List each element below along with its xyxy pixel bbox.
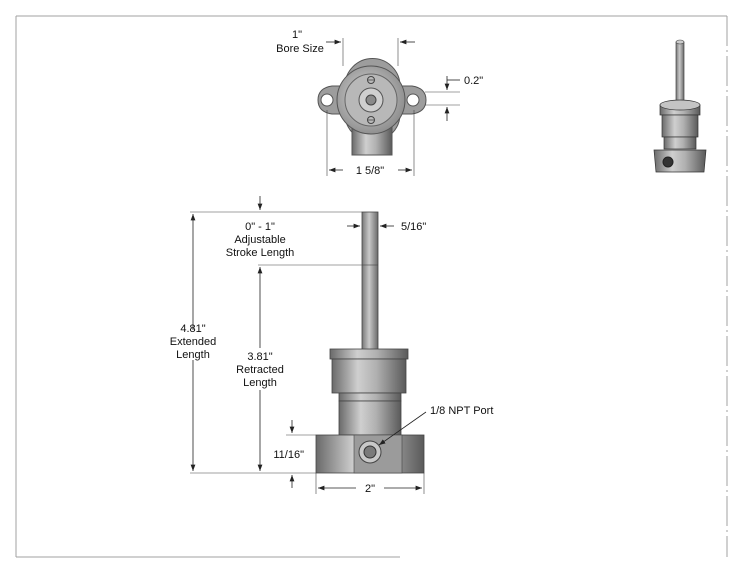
dimension-bore-size: 1" Bore Size [276,29,415,66]
sheet-frame [15,15,728,558]
dimension-base-width: 2" [315,473,425,495]
top-offset-value: 0.2" [464,75,483,87]
isometric-view [653,39,707,173]
stroke-label-1: Adjustable [234,234,285,246]
top-view [317,58,427,156]
dimension-top-offset: 0.2" [425,75,483,121]
extended-label-1: Extended [170,336,216,348]
retracted-label-2: Length [243,377,277,389]
dimension-stroke: 0" - 1" Adjustable Stroke Length [190,196,362,266]
dimension-retracted-length: 3.81" Retracted Length [236,267,284,471]
base-height-value: 11/16" [273,449,304,461]
extended-label-2: Length [176,349,210,361]
side-view [315,211,425,474]
stroke-value: 0" - 1" [245,221,275,233]
retracted-value: 3.81" [247,351,272,363]
rod-diameter-value: 5/16" [401,221,426,233]
bore-size-label: Bore Size [276,43,324,55]
stroke-label-2: Stroke Length [226,247,295,259]
extended-value: 4.81" [180,323,205,335]
npt-port-label: 1/8 NPT Port [430,405,493,417]
dimension-extended-length: 4.81" Extended Length [170,214,316,474]
dimension-top-width: 1 5/8" [326,110,415,177]
retracted-label-1: Retracted [236,364,284,376]
dimension-rod-diameter: 5/16" [347,221,426,233]
callout-npt-port: 1/8 NPT Port [378,405,493,446]
base-width-value: 2" [365,483,375,495]
top-width-value: 1 5/8" [356,165,384,177]
dimension-base-height: 11/16" [273,420,316,488]
bore-size-value: 1" [292,29,302,41]
